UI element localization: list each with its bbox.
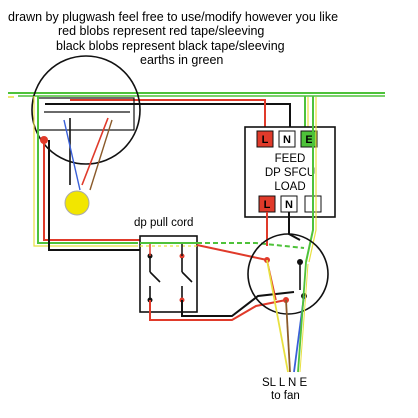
earth-stripe-right — [308, 97, 317, 263]
fcu-label-load: LOAD — [274, 181, 305, 193]
switch-return-live — [149, 299, 287, 321]
switch-return-neutral — [181, 291, 295, 317]
earth-cable-left — [37, 96, 138, 244]
earth-right-run — [305, 96, 314, 263]
note-red-blobs: red blobs represent red tape/sleeving — [58, 24, 264, 38]
fcu-terminal-load-live: L — [264, 199, 271, 211]
earth-stripe-left — [33, 96, 138, 247]
fused-spur-icon — [244, 126, 336, 218]
fcu-terminal-feed-earth: E — [305, 134, 312, 146]
switch-out-live — [196, 244, 268, 261]
pull-cord-switch-icon — [139, 235, 198, 313]
neutral-cable-top — [45, 103, 291, 131]
switch-out-earth — [197, 242, 305, 249]
junction-box-icon — [247, 233, 329, 373]
fan-terminals-label: SL L N E — [262, 377, 307, 389]
neutral-cable-left — [48, 140, 142, 251]
note-black-blobs: black blobs represent black tape/sleevin… — [56, 39, 285, 53]
lamp-icon — [64, 190, 90, 216]
pull-cord-label: dp pull cord — [134, 217, 193, 229]
fan-caption: to fan — [271, 390, 300, 402]
live-cable-top — [70, 99, 266, 131]
fcu-label-feed: FEED — [275, 153, 306, 165]
fcu-terminal-feed-live: L — [262, 134, 269, 146]
earth-cable-top — [8, 92, 385, 98]
live-cable-left — [43, 140, 142, 241]
fcu-terminal-feed-neutral: N — [283, 134, 291, 146]
fcu-terminal-load-neutral: N — [285, 199, 293, 211]
fcu-label-type: DP SFCU — [265, 167, 315, 179]
note-author: drawn by plugwash feel free to use/modif… — [8, 10, 338, 24]
note-earths: earths in green — [140, 53, 223, 67]
